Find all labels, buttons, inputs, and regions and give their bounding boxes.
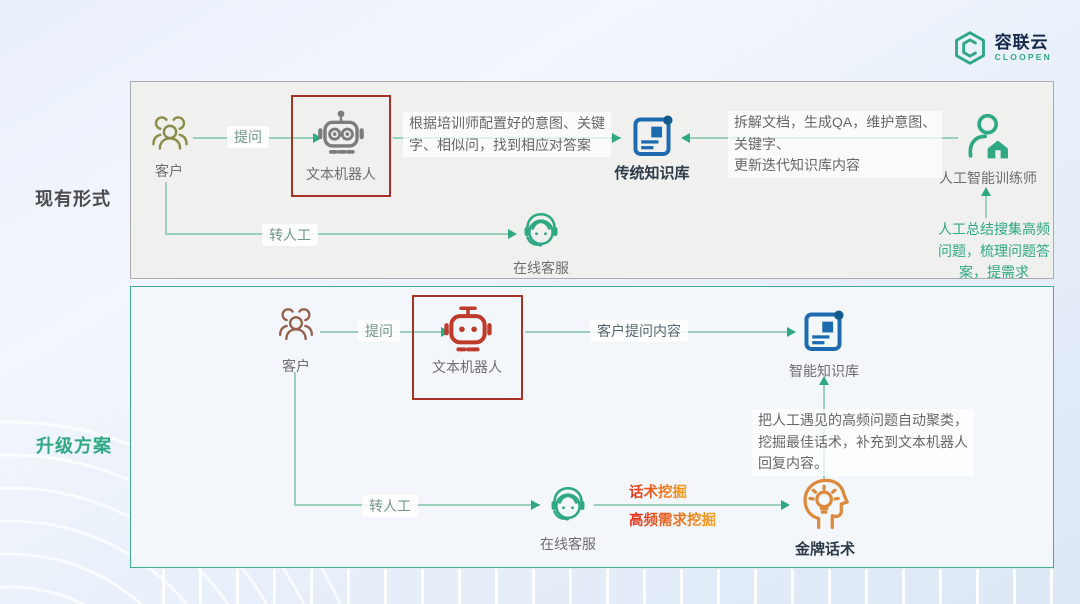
ai-trainer-icon [968,113,1008,159]
cloopen-hexagon-icon [954,31,985,65]
cloopen-logo: 容联云 CLOOPEN [952,30,1052,66]
online-agent-node-label: 在线客服 [540,536,596,552]
robot-highlight-frame [291,95,391,197]
manual-summary-text: 人工总结搜集高频 问题，梳理问题答 案，提需求 [938,221,1050,281]
robot-highlight-frame [412,295,523,400]
arrowhead-icon [819,376,829,385]
text-robot-node-label: 文本机器人 [306,166,376,182]
arrowhead-icon [313,133,322,143]
ripple-arcs-decoration [0,420,342,604]
edge-agent-gold [594,504,788,506]
logo-brand-subtext: CLOOPEN [994,52,1052,63]
ai-trainer-node-label: 人工智能训练师 [939,170,1037,186]
ask-edge-label: 提问 [227,126,269,148]
knowledge-base-icon [804,310,844,351]
arrowhead-icon [531,500,540,510]
stripes-decoration [128,569,1080,604]
question-content-edge-label: 客户提问内容 [590,320,688,342]
online-agent-node-label: 在线客服 [513,260,569,276]
edge-customer-down [294,372,296,505]
logo-brand-text: 容联云 [994,32,1049,52]
to-human-edge-label: 转人工 [362,495,418,517]
arrowhead-icon [612,133,621,143]
online-agent-icon [551,486,585,521]
customers-icon [152,116,188,150]
edge-summary-trainer [985,196,987,218]
arrowhead-icon [781,500,790,510]
edge-customer-down [165,182,167,233]
smart-kb-node-label: 智能知识库 [789,363,859,379]
arrowhead-icon [981,187,991,196]
ask-edge-label: 提问 [358,320,400,342]
upgrade-section-label: 升级方案 [36,436,112,456]
online-agent-icon [524,212,558,247]
gold-script-node-label: 金牌话术 [794,541,855,558]
text-robot-icon [444,306,492,352]
customer-node-label: 客户 [282,358,310,374]
trainer-to-kb-text: 拆解文档，生成QA，维护意图、 关键字、 更新迭代知识库内容 [728,111,943,179]
to-human-edge-label: 转人工 [262,224,318,246]
traditional-kb-node-label: 传统知识库 [614,165,690,182]
text-robot-icon [318,110,364,154]
robot-to-kb-text: 根据培训师配置好的意图、关键 字、相似问，找到相应对答案 [403,112,611,158]
text-robot-node-label: 文本机器人 [432,359,502,375]
cluster-mining-text: 把人工遇见的高频问题自动聚类， 挖掘最佳话术，补充到文本机器人 回复内容。 [752,409,974,477]
current-section-label: 现有形式 [35,189,111,209]
arrowhead-icon [681,133,690,143]
gold-script-icon [803,478,849,530]
customer-node-label: 客户 [155,163,183,179]
customers-icon [279,308,313,341]
script-mining-edge-label: 话术挖掘 [629,481,687,502]
edge-to-agent [165,233,511,235]
arrowhead-icon [508,229,517,239]
knowledge-base-icon [633,115,673,156]
demand-mining-edge-label: 高频需求挖掘 [629,509,716,530]
arrowhead-icon [787,327,796,337]
